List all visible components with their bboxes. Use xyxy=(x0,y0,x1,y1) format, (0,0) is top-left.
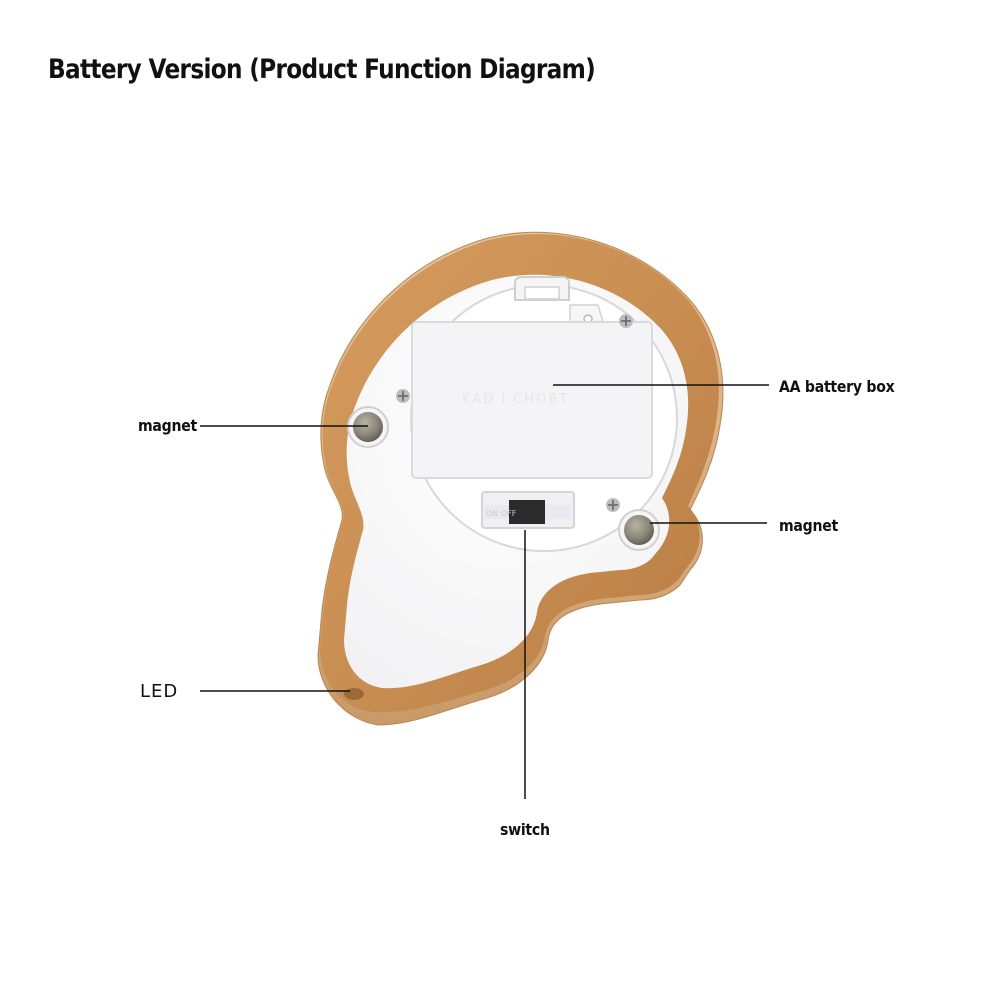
label-aa-battery-box: AA battery box xyxy=(779,377,895,396)
battery-cover-text: KAD I CHOBT xyxy=(462,392,569,407)
label-magnet-right: magnet xyxy=(779,516,838,535)
screw-bottom-right xyxy=(606,498,620,512)
screw-top-right xyxy=(619,314,633,328)
screw-left xyxy=(396,389,410,403)
cover-tab-slot xyxy=(524,286,560,300)
label-magnet-left: magnet xyxy=(138,416,197,435)
magnet-right-disc xyxy=(624,515,654,545)
magnet-left-disc xyxy=(353,412,383,442)
led-opening xyxy=(344,688,364,700)
diagram-title: Battery Version (Product Function Diagra… xyxy=(48,54,596,85)
label-switch: switch xyxy=(500,820,550,839)
battery-cover xyxy=(411,321,653,479)
switch-text: ON OFF xyxy=(486,509,517,518)
switch-knob xyxy=(509,500,545,524)
label-led: LED xyxy=(140,681,179,702)
